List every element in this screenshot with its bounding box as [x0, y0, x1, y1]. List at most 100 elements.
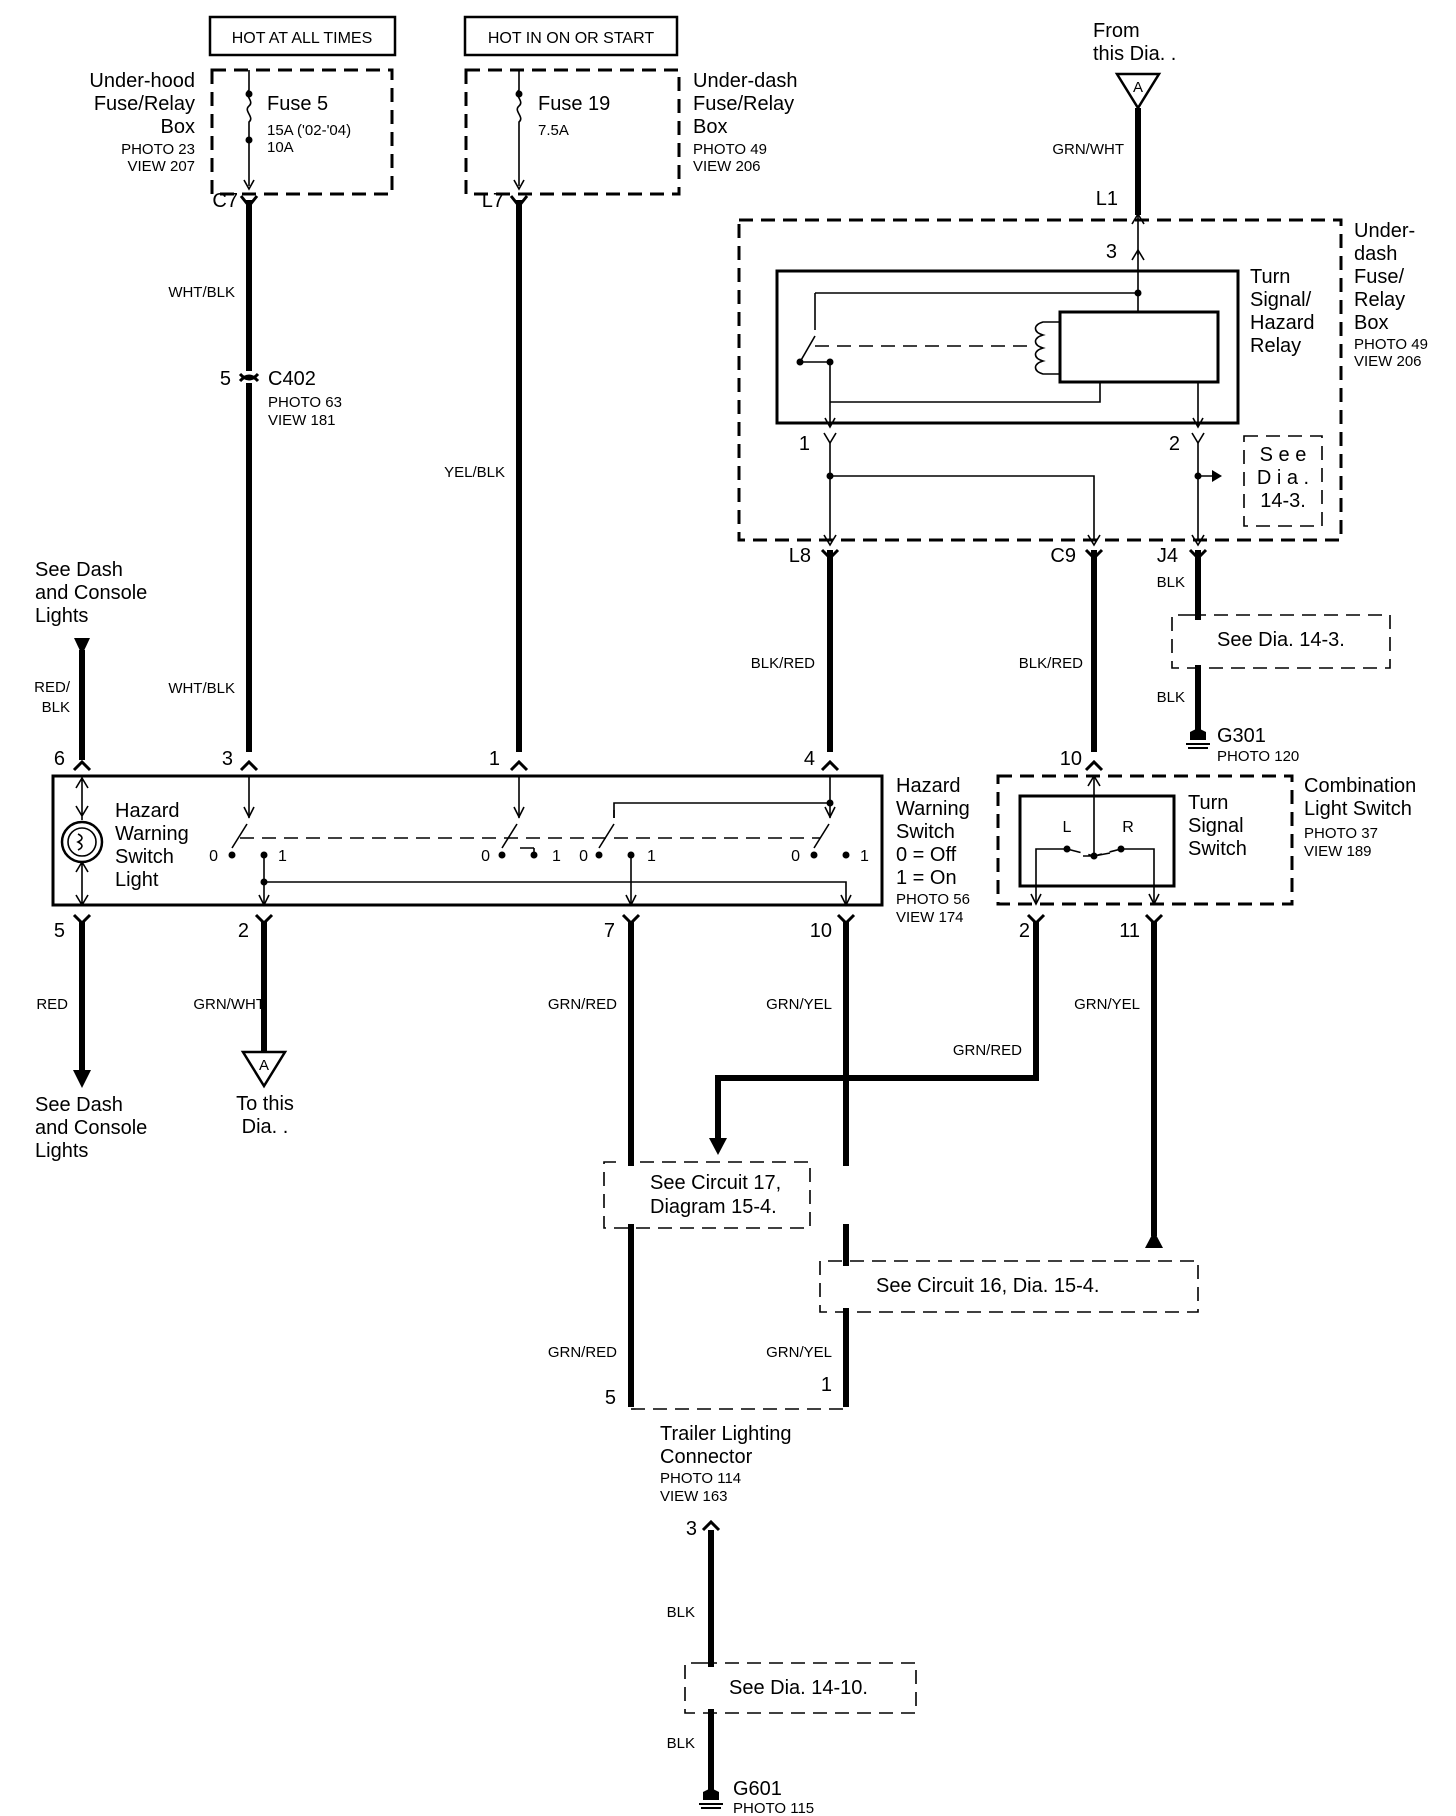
svg-text:Box: Box — [161, 116, 195, 138]
svg-text:L: L — [1063, 819, 1072, 836]
svg-text:Light: Light — [115, 869, 159, 891]
svg-text:this Dia. .: this Dia. . — [1093, 43, 1176, 65]
svg-text:1: 1 — [821, 1374, 832, 1396]
wire-grn-yel-hazard-10: GRN/YEL GRN/YEL — [766, 922, 849, 1407]
wire-wht-blk-fuse5: C7 WHT/BLK WHT/BLK — [168, 190, 259, 752]
wire-yel-blk-fuse19: L7 YEL/BLK — [444, 190, 529, 752]
svg-text:PHOTO 23: PHOTO 23 — [121, 141, 195, 158]
underdash-box-left-label: Under-dash Fuse/Relay Box PHOTO 49 VIEW … — [693, 70, 798, 175]
svg-text:VIEW 181: VIEW 181 — [268, 412, 336, 429]
connector-j4: J4 — [1157, 534, 1205, 567]
svg-text:0: 0 — [481, 848, 490, 865]
svg-text:3: 3 — [222, 748, 233, 770]
svg-text:PHOTO 115: PHOTO 115 — [733, 1800, 814, 1816]
svg-text:Relay: Relay — [1354, 289, 1405, 311]
svg-text:15A ('02-'04): 15A ('02-'04) — [267, 122, 351, 139]
see-circuit-16: See Circuit 16, Dia. 15-4. — [819, 1260, 1199, 1313]
svg-text:Dia. .: Dia. . — [242, 1116, 289, 1138]
svg-text:Fuse/Relay: Fuse/Relay — [94, 93, 195, 115]
svg-text:See Dash: See Dash — [35, 1094, 123, 1116]
wire-grn-yel-combo-11: GRN/YEL — [1074, 922, 1163, 1248]
svg-text:11: 11 — [1119, 920, 1140, 942]
svg-text:1: 1 — [860, 848, 869, 865]
see-dia-14-10: See Dia. 14-10. — [684, 1662, 917, 1714]
svg-text:VIEW 207: VIEW 207 — [127, 158, 195, 175]
wire-grn-wht-top: GRN/WHT L1 — [1052, 108, 1141, 215]
svg-text:5: 5 — [220, 368, 231, 390]
svg-text:D i a .: D i a . — [1257, 467, 1309, 489]
svg-text:5: 5 — [605, 1387, 616, 1409]
svg-text:Connector: Connector — [660, 1446, 753, 1468]
svg-text:From: From — [1093, 20, 1140, 42]
svg-text:1 = On: 1 = On — [896, 867, 957, 889]
svg-text:A: A — [259, 1057, 269, 1074]
underdash-box-right-label: Under- dash Fuse/ Relay Box PHOTO 49 VIE… — [1354, 220, 1428, 370]
wire-grn-red-hazard-7: GRN/RED GRN/RED — [548, 922, 634, 1407]
svg-text:6: 6 — [54, 748, 65, 770]
svg-text:HOT AT ALL TIMES: HOT AT ALL TIMES — [232, 30, 373, 47]
ground-g301: G301 PHOTO 120 — [1186, 725, 1299, 765]
svg-text:GRN/RED: GRN/RED — [548, 1344, 617, 1361]
svg-text:Box: Box — [693, 116, 727, 138]
svg-text:0 = Off: 0 = Off — [896, 844, 957, 866]
svg-text:Warning: Warning — [115, 823, 189, 845]
svg-text:Fuse 19: Fuse 19 — [538, 93, 610, 115]
svg-text:GRN/RED: GRN/RED — [953, 1042, 1022, 1059]
svg-text:Under-hood: Under-hood — [89, 70, 195, 92]
svg-text:1: 1 — [799, 433, 810, 455]
svg-text:WHT/BLK: WHT/BLK — [168, 680, 235, 697]
svg-text:VIEW 206: VIEW 206 — [1354, 353, 1422, 370]
svg-text:VIEW 206: VIEW 206 — [693, 158, 761, 175]
svg-text:PHOTO 37: PHOTO 37 — [1304, 825, 1378, 842]
svg-text:Trailer Lighting: Trailer Lighting — [660, 1423, 792, 1445]
svg-text:Relay: Relay — [1250, 335, 1301, 357]
svg-text:Combination: Combination — [1304, 775, 1416, 797]
svg-text:Fuse 5: Fuse 5 — [267, 93, 328, 115]
underdash-fuse-box-right: 3 — [737, 212, 1343, 542]
svg-text:Warning: Warning — [896, 798, 970, 820]
svg-text:GRN/YEL: GRN/YEL — [1074, 996, 1140, 1013]
svg-text:VIEW 174: VIEW 174 — [896, 909, 964, 926]
svg-text:0: 0 — [791, 848, 800, 865]
svg-text:1: 1 — [552, 848, 561, 865]
svg-text:Turn: Turn — [1188, 792, 1228, 814]
svg-text:PHOTO 49: PHOTO 49 — [693, 141, 767, 158]
relay-output-pins: 1 2 — [799, 432, 1222, 540]
svg-text:RED: RED — [36, 996, 68, 1013]
wire-blk-g601: BLK BLK — [667, 1530, 714, 1793]
see-dia-14-3-dashed: See Dia. 14-3. — [1171, 614, 1391, 669]
svg-text:BLK/RED: BLK/RED — [1019, 655, 1083, 672]
wire-red-dash-lights: RED See Dash and Console Lights — [35, 922, 147, 1162]
svg-text:L1: L1 — [1096, 188, 1118, 210]
svg-text:and Console: and Console — [35, 582, 147, 604]
svg-text:BLK: BLK — [1157, 689, 1185, 706]
svg-text:GRN/YEL: GRN/YEL — [766, 1344, 832, 1361]
svg-text:C9: C9 — [1050, 545, 1076, 567]
svg-text:dash: dash — [1354, 243, 1397, 265]
trailer-lighting-connector: 5 1 Trailer Lighting Connector PHOTO 114… — [605, 1374, 846, 1540]
dash-lights-top-label: See Dash and Console Lights RED/ BLK — [34, 559, 147, 760]
svg-text:Hazard: Hazard — [1250, 312, 1314, 334]
connector-c402: 5 C402 PHOTO 63 VIEW 181 — [220, 368, 342, 429]
svg-text:PHOTO 120: PHOTO 120 — [1217, 748, 1299, 765]
svg-text:Switch: Switch — [1188, 838, 1247, 860]
svg-text:0: 0 — [579, 848, 588, 865]
svg-text:PHOTO 49: PHOTO 49 — [1354, 336, 1428, 353]
see-dia-14-3-inner: S e e D i a . 14-3. — [1243, 435, 1323, 527]
svg-text:See Dash: See Dash — [35, 559, 123, 581]
svg-text:Diagram 15-4.: Diagram 15-4. — [650, 1196, 777, 1218]
svg-text:10: 10 — [1060, 748, 1082, 770]
svg-text:HOT IN ON OR START: HOT IN ON OR START — [488, 30, 654, 47]
svg-text:and Console: and Console — [35, 1117, 147, 1139]
hot-in-on-or-start-label: HOT IN ON OR START — [463, 15, 679, 57]
svg-text:Lights: Lights — [35, 605, 88, 627]
svg-text:C7: C7 — [212, 190, 238, 212]
svg-text:YEL/BLK: YEL/BLK — [444, 464, 505, 481]
svg-text:G301: G301 — [1217, 725, 1266, 747]
svg-text:10: 10 — [810, 920, 832, 942]
svg-text:1: 1 — [647, 848, 656, 865]
svg-text:Light Switch: Light Switch — [1304, 798, 1412, 820]
svg-text:G601: G601 — [733, 1778, 782, 1800]
svg-text:See Circuit 17,: See Circuit 17, — [650, 1172, 781, 1194]
svg-text:See Dia. 14-3.: See Dia. 14-3. — [1217, 629, 1345, 651]
